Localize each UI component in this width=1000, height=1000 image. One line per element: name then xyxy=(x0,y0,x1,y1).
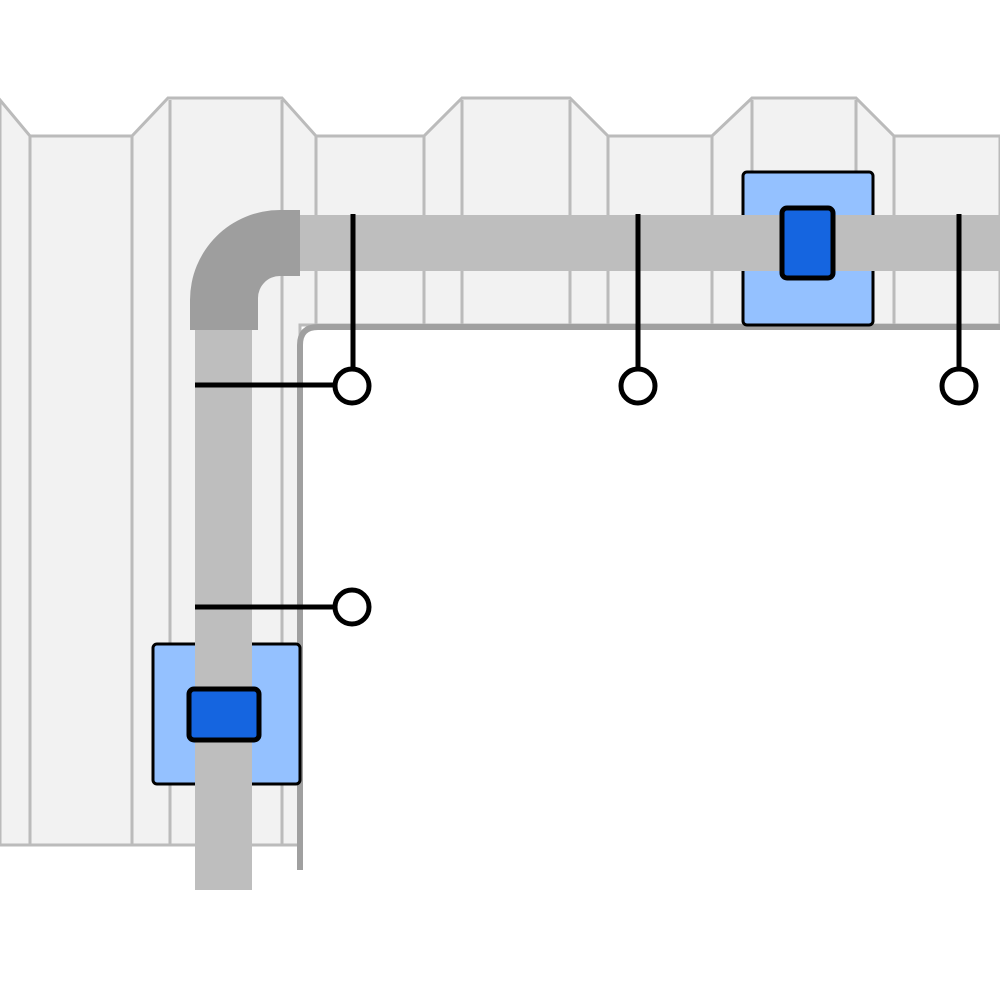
hanger-rods xyxy=(195,214,962,610)
anchor-circle-icon xyxy=(618,366,658,406)
anchors xyxy=(332,366,979,627)
anchor-circle-icon xyxy=(332,366,372,406)
duct-run xyxy=(190,210,1000,890)
duct-elbow xyxy=(190,210,300,330)
anchor-circle-icon xyxy=(939,366,979,406)
anchor-circle-icon xyxy=(332,587,372,627)
vertical-duct xyxy=(195,330,252,890)
wall-outline xyxy=(297,324,1000,870)
bracket-mount-icon xyxy=(186,686,262,743)
horizontal-duct xyxy=(300,215,1000,271)
bracket-mount-icon xyxy=(779,205,836,281)
